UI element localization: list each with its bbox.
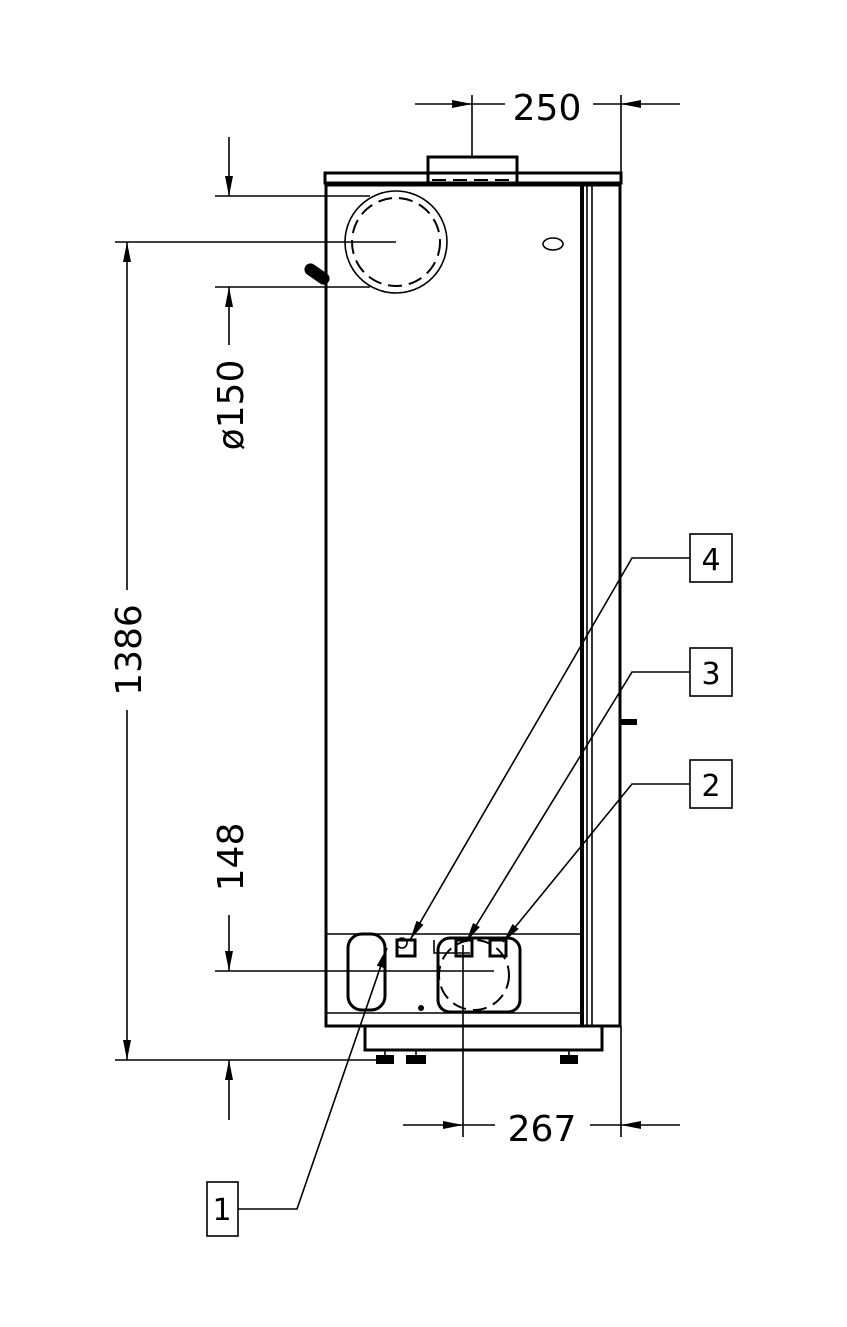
balloon-3: 3: [465, 647, 733, 943]
balloon-label-3: 3: [701, 657, 720, 692]
dimension-label-250: 250: [513, 88, 582, 129]
dimension-top-width: 250: [415, 88, 680, 173]
dimension-flue-diameter: ø150: [211, 137, 330, 450]
dimension-connection-height: 148: [211, 823, 494, 1120]
dimension-label-267: 267: [508, 1109, 577, 1150]
dimension-connection-depth: 267: [403, 945, 680, 1150]
side-knob: [621, 719, 637, 725]
base-and-feet: [363, 1024, 604, 1064]
balloon-1: 1: [206, 947, 388, 1237]
dimension-label-1386: 1386: [109, 604, 150, 696]
balloon-label-1: 1: [212, 1193, 231, 1228]
inspection-hole: [542, 237, 564, 251]
dimension-overall-height: 1386: [109, 241, 396, 1061]
appliance-body: [304, 155, 637, 1064]
balloon-2: 2: [502, 759, 733, 943]
connection-compartment: [326, 932, 582, 1014]
dimension-label-150: ø150: [211, 360, 252, 451]
balloon-label-2: 2: [701, 769, 720, 804]
dimension-label-148: 148: [211, 823, 252, 892]
balloon-label-4: 4: [701, 543, 720, 578]
balloon-4: 4: [409, 533, 733, 941]
handle: [304, 263, 330, 285]
